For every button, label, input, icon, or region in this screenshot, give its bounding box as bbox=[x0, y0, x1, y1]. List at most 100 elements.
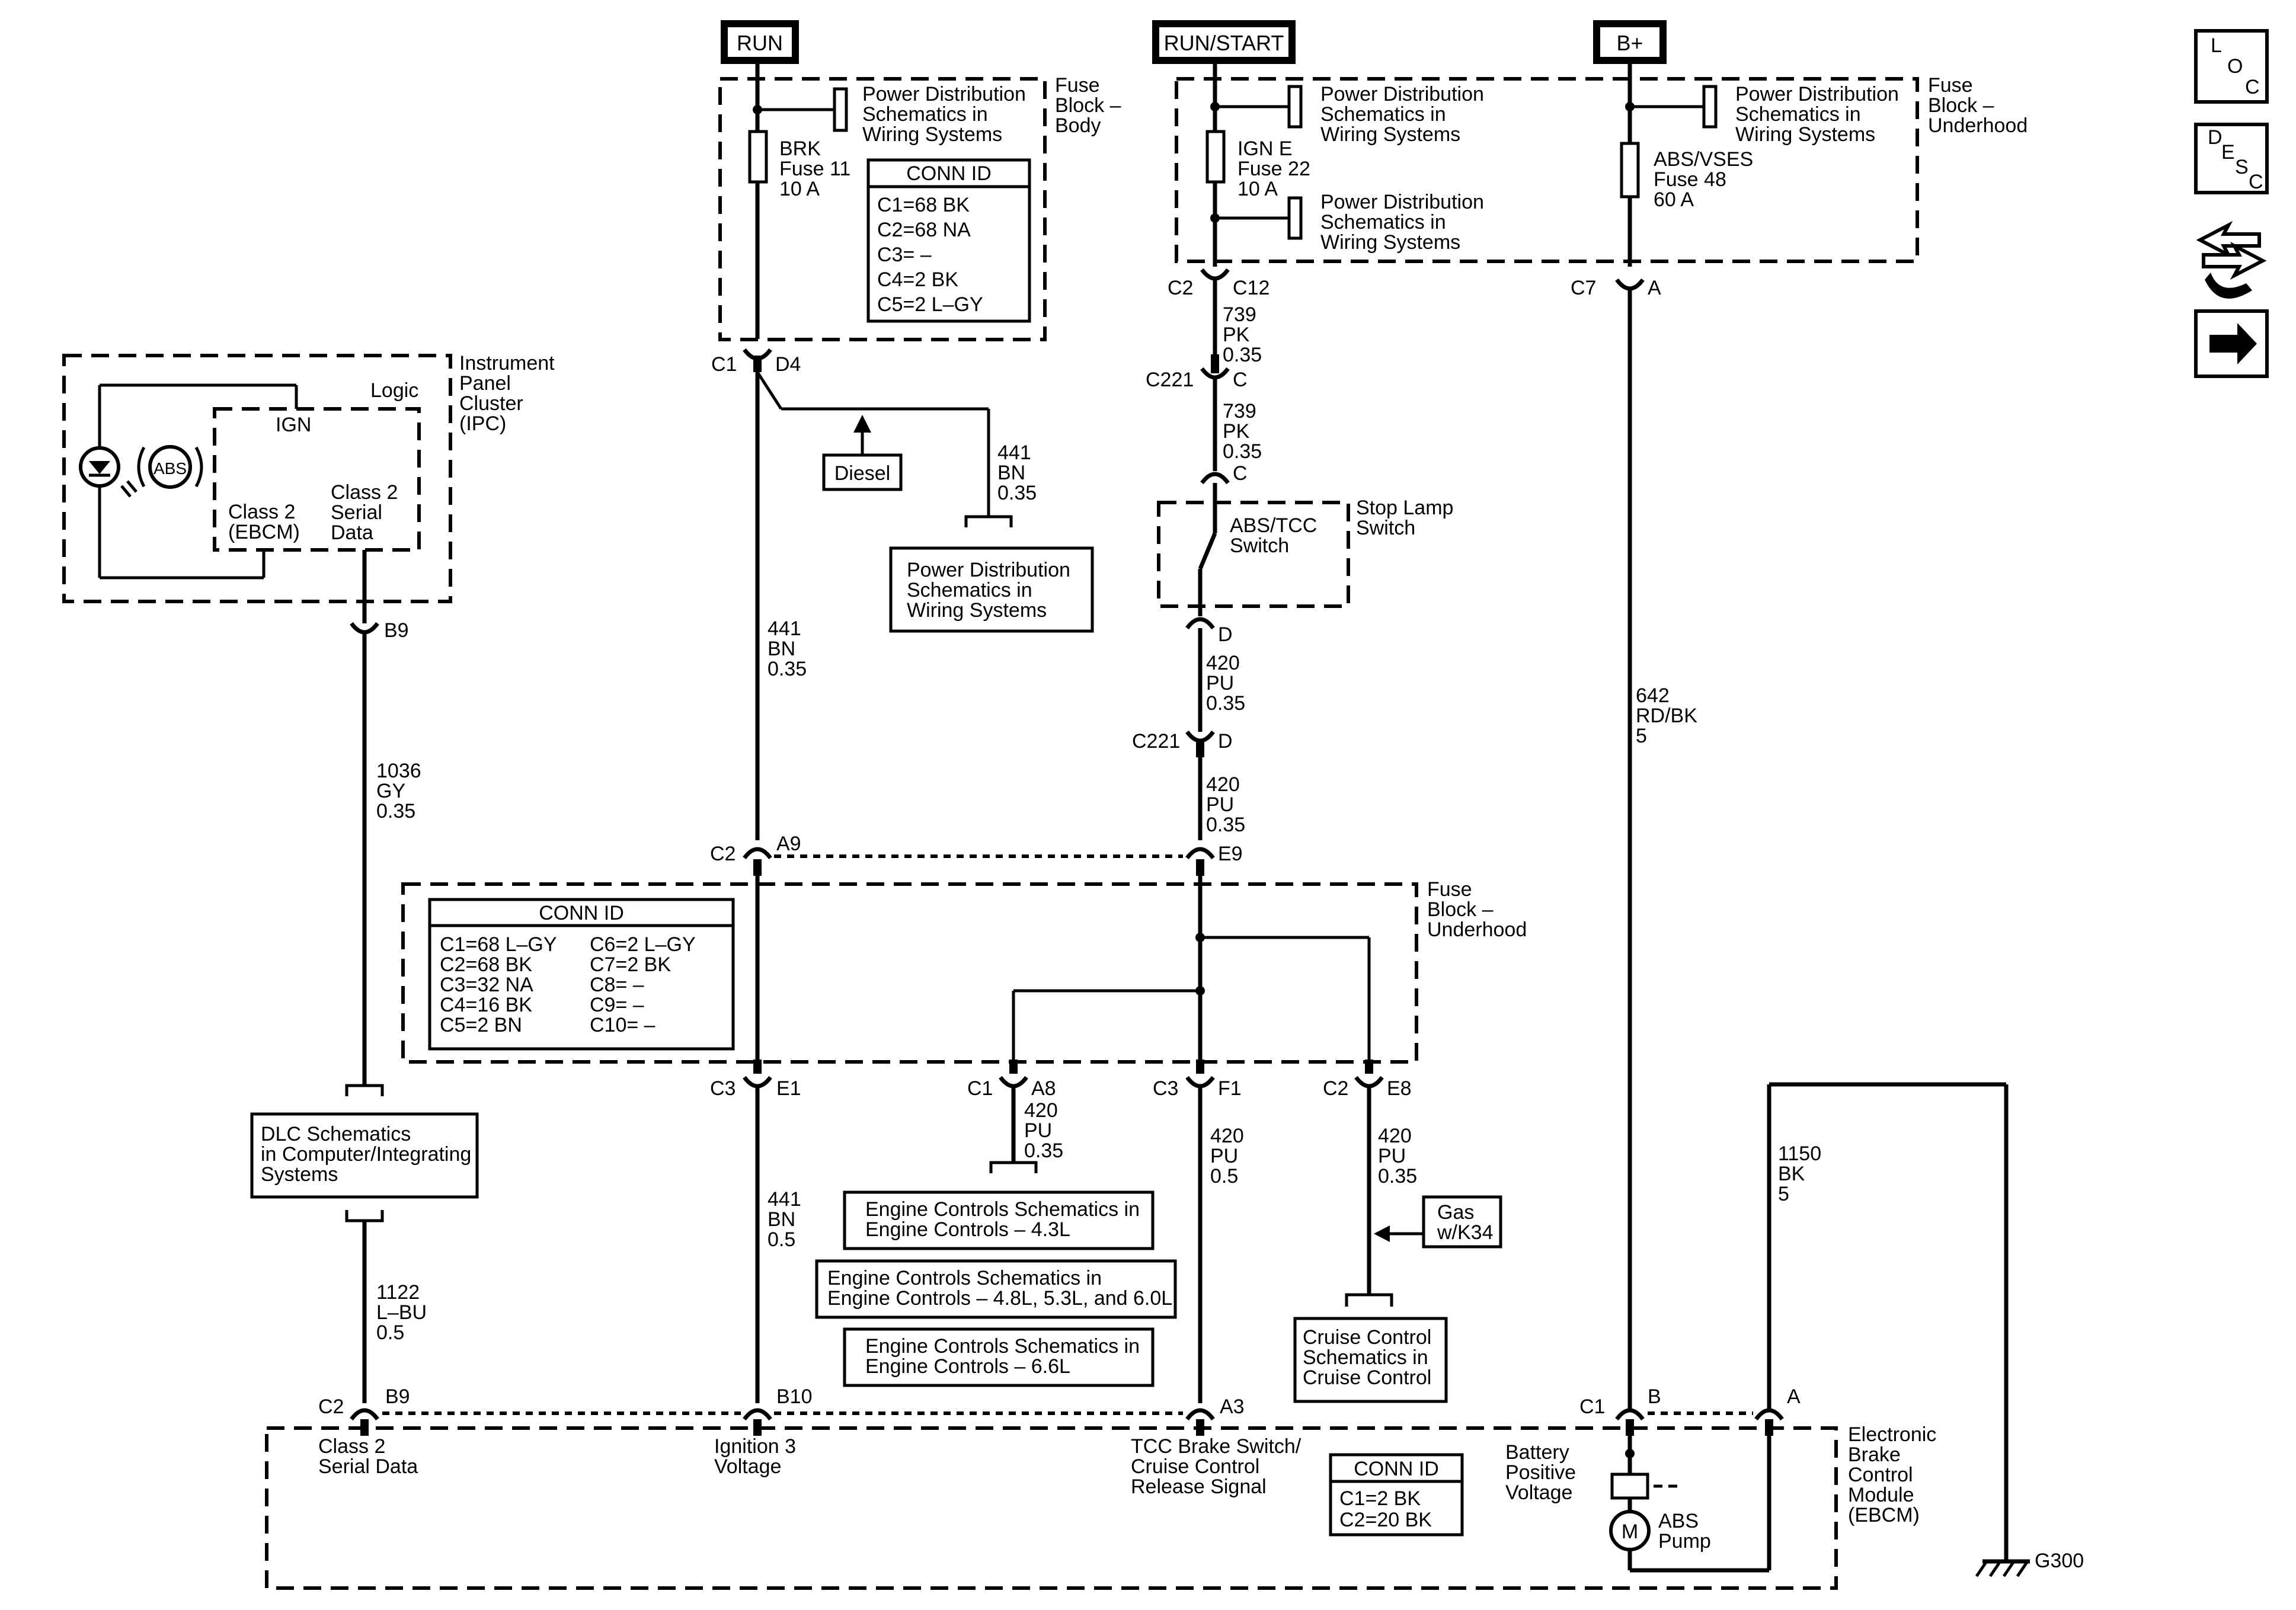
svg-text:GY: GY bbox=[376, 780, 405, 802]
pds-ref-2: Power Distribution Schematics in Wiring … bbox=[1320, 83, 1484, 146]
svg-text:739: 739 bbox=[1223, 400, 1256, 422]
svg-text:Fuse 48: Fuse 48 bbox=[1654, 168, 1726, 191]
svg-text:0.35: 0.35 bbox=[1024, 1140, 1063, 1162]
svg-text:D: D bbox=[1218, 623, 1233, 646]
svg-text:Fuse 22: Fuse 22 bbox=[1237, 158, 1310, 180]
svg-text:PU: PU bbox=[1024, 1119, 1052, 1142]
connector-c3-e1 bbox=[743, 1076, 772, 1089]
abs-pump-label: ABS Pump bbox=[1658, 1510, 1711, 1553]
abs-pump-motor-icon: M bbox=[1609, 1510, 1651, 1551]
run-power-box: RUN bbox=[721, 20, 799, 64]
wire-420-label-a8: 420 PU 0.35 bbox=[1024, 1099, 1063, 1162]
svg-text:DLC Schematics: DLC Schematics bbox=[261, 1123, 411, 1145]
svg-text:C3: C3 bbox=[1153, 1077, 1178, 1100]
svg-text:Cruise Control: Cruise Control bbox=[1131, 1455, 1259, 1478]
dlc-schematics-box: DLC Schematics in Computer/Integrating S… bbox=[250, 1112, 479, 1199]
location-nav-icon[interactable]: L O C bbox=[2194, 29, 2269, 104]
switch-contact bbox=[1198, 532, 1217, 570]
svg-text:Schematics in: Schematics in bbox=[1320, 211, 1446, 233]
svg-text:D: D bbox=[2208, 126, 2223, 149]
svg-text:420: 420 bbox=[1378, 1125, 1412, 1147]
svg-text:Engine Controls – 4.3L: Engine Controls – 4.3L bbox=[865, 1218, 1070, 1241]
pds-ref-3: Power Distribution Schematics in Wiring … bbox=[1320, 191, 1484, 254]
svg-text:Fuse 11: Fuse 11 bbox=[779, 158, 850, 180]
wire-420-label-1: 420 PU 0.35 bbox=[1206, 652, 1245, 715]
svg-text:10 A: 10 A bbox=[1237, 178, 1278, 200]
fuse-block-underhood-mid: Fuse Block – Underhood bbox=[401, 878, 1527, 1064]
svg-text:Schematics in: Schematics in bbox=[862, 103, 988, 126]
connector-b10 bbox=[743, 1408, 772, 1421]
svg-text:PU: PU bbox=[1206, 672, 1234, 694]
connector-c3-f1 bbox=[1185, 1076, 1215, 1089]
svg-text:1122: 1122 bbox=[376, 1281, 420, 1304]
svg-text:Positive: Positive bbox=[1505, 1461, 1576, 1484]
svg-text:CONN ID: CONN ID bbox=[1354, 1458, 1439, 1480]
svg-text:C: C bbox=[1233, 462, 1248, 485]
b-plus-label: B+ bbox=[1616, 31, 1643, 55]
svg-text:5: 5 bbox=[1636, 725, 1647, 747]
svg-text:Engine Controls – 4.8L, 5.3L,: Engine Controls – 4.8L, 5.3L, and 6.0L bbox=[827, 1287, 1172, 1310]
abs-vses-fuse-label: ABS/VSES Fuse 48 60 A bbox=[1654, 148, 1753, 211]
wire-441-label-2: 441 BN 0.5 bbox=[768, 1188, 801, 1251]
wire-1122-label: 1122 L–BU 0.5 bbox=[376, 1281, 427, 1344]
svg-text:Underhood: Underhood bbox=[1427, 918, 1527, 941]
svg-text:(EBCM): (EBCM) bbox=[1848, 1504, 1920, 1526]
wire-441-label-1: 441 BN 0.35 bbox=[768, 617, 807, 680]
svg-text:Pump: Pump bbox=[1658, 1530, 1711, 1553]
abs-indicator-lamp-icon bbox=[79, 446, 137, 498]
diagnostic-wrench-icon[interactable] bbox=[2196, 220, 2267, 299]
svg-text:Voltage: Voltage bbox=[714, 1455, 781, 1478]
ign-e-fuse-label: IGN E Fuse 22 10 A bbox=[1237, 137, 1310, 200]
cruise-control-box: Cruise Control Schematics in Cruise Cont… bbox=[1293, 1317, 1448, 1403]
svg-text:C: C bbox=[1233, 369, 1248, 391]
svg-text:ABS/VSES: ABS/VSES bbox=[1654, 148, 1753, 171]
ebcm-battery-pin: Battery Positive Voltage bbox=[1505, 1441, 1576, 1504]
svg-text:Data: Data bbox=[331, 521, 373, 544]
svg-text:Schematics in: Schematics in bbox=[1735, 103, 1861, 126]
svg-text:C1=68 BK: C1=68 BK bbox=[877, 194, 970, 216]
svg-text:L: L bbox=[2211, 34, 2222, 57]
svg-text:Module: Module bbox=[1848, 1484, 1914, 1506]
brk-fuse-label: BRK Fuse 11 10 A bbox=[779, 137, 850, 200]
svg-text:M: M bbox=[1622, 1521, 1638, 1543]
abs-vses-fuse-icon bbox=[1620, 142, 1640, 199]
abs-symbol-icon: ABS bbox=[137, 445, 203, 489]
svg-text:C2=20 BK: C2=20 BK bbox=[1339, 1509, 1432, 1531]
ground-g300-icon bbox=[1975, 1559, 2030, 1577]
svg-text:Cluster: Cluster bbox=[459, 392, 523, 415]
pump-relay-icon bbox=[1610, 1473, 1649, 1500]
svg-text:Brake: Brake bbox=[1848, 1443, 1901, 1466]
svg-text:Voltage: Voltage bbox=[1505, 1481, 1572, 1504]
connector-c221-c bbox=[1200, 367, 1230, 380]
svg-text:C1=68 L–GY: C1=68 L–GY bbox=[440, 933, 557, 956]
svg-text:IGN: IGN bbox=[276, 414, 311, 436]
svg-text:Engine Controls Schematics in: Engine Controls Schematics in bbox=[827, 1267, 1102, 1289]
svg-text:B: B bbox=[1648, 1385, 1661, 1408]
wire-739-label-2: 739 PK 0.35 bbox=[1223, 400, 1262, 463]
svg-text:S: S bbox=[2235, 156, 2249, 178]
svg-text:CONN ID: CONN ID bbox=[906, 162, 992, 185]
svg-text:Battery: Battery bbox=[1505, 1441, 1569, 1464]
svg-text:Serial: Serial bbox=[331, 501, 382, 524]
svg-text:Cruise Control: Cruise Control bbox=[1303, 1366, 1431, 1389]
brk-fuse-icon bbox=[748, 130, 768, 184]
connector-e9 bbox=[1185, 847, 1215, 860]
svg-text:ABS/TCC: ABS/TCC bbox=[1230, 514, 1317, 537]
wire-420-label-f1: 420 PU 0.5 bbox=[1210, 1125, 1244, 1188]
svg-text:C3: C3 bbox=[710, 1077, 736, 1100]
svg-text:C2: C2 bbox=[1323, 1077, 1348, 1100]
svg-text:E: E bbox=[2221, 141, 2235, 164]
wire-1150-label: 1150 BK 5 bbox=[1778, 1142, 1821, 1205]
svg-text:Electronic: Electronic bbox=[1848, 1423, 1936, 1446]
svg-text:Switch: Switch bbox=[1356, 517, 1415, 539]
ground-g300-label: G300 bbox=[2035, 1550, 2084, 1572]
description-nav-icon[interactable]: D E S C bbox=[2194, 123, 2269, 194]
next-arrow-icon[interactable] bbox=[2194, 309, 2269, 378]
svg-text:ABS: ABS bbox=[1658, 1510, 1699, 1532]
connector-a-ebcm bbox=[1754, 1408, 1784, 1421]
svg-text:Wiring Systems: Wiring Systems bbox=[1735, 123, 1875, 146]
svg-text:E8: E8 bbox=[1387, 1077, 1412, 1100]
svg-text:Power Distribution: Power Distribution bbox=[1735, 83, 1899, 105]
svg-text:Engine Controls – 6.6L: Engine Controls – 6.6L bbox=[865, 1355, 1070, 1378]
